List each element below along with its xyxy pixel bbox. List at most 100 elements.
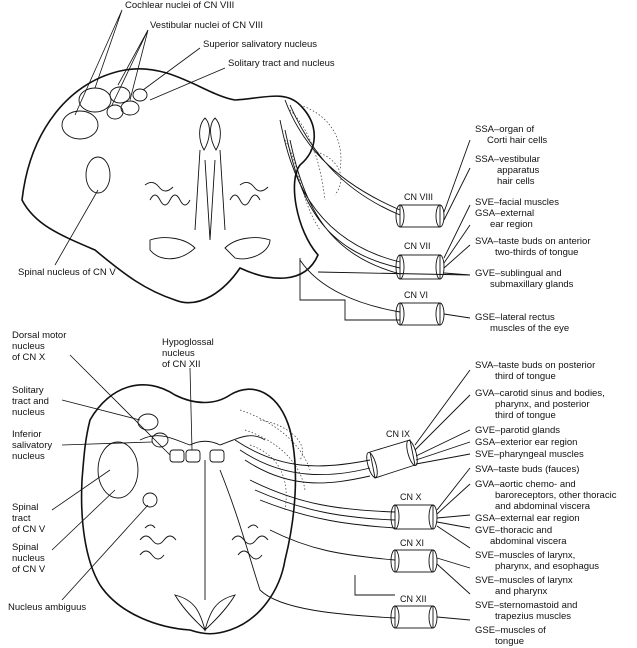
label-cn7: CN VII [404,241,431,251]
comp-gve-parotid: GVE–parotid glands [475,425,560,436]
cochlear-nucleus-b [61,110,99,140]
comp-gva-aortic: GVA–aortic chemo- and baroreceptors, oth… [475,479,619,512]
lead-spinal-nucleus [51,489,116,551]
label-cn10: CN X [400,492,422,502]
medulla-dotted-fibers [239,409,311,511]
comp-gva-carotid: GVA–carotid sinus and bodies, pharynx, a… [475,388,607,421]
comp-sva-anterior: SVA–taste buds on anterior two-thirds of… [475,236,593,258]
cn9-fibers [234,439,371,484]
lead-spinal-v [54,189,99,266]
comp-gse-lateral-rectus: GSE–lateral rectus muscles of the eye [475,312,569,334]
medulla-section: Dorsal motor nucleus of CN X Hypoglossal… [8,330,619,647]
lead-solitary [149,67,226,101]
label-spinal-nucleus: Spinal nucleus of CN V [12,542,47,575]
pons-midline-right [210,117,221,151]
inferior-salivatory-nucleus [151,432,169,448]
comp-sva-fauces: SVA–taste buds (fauces) [475,464,579,475]
cn9-cylinder [366,439,418,479]
olive-left [139,524,177,560]
label-solitary-lower: Solitary tract and nucleus [12,385,52,418]
cn10-branches [436,467,471,549]
cn8-cylinder [395,204,445,228]
cn8-fibers [284,99,401,216]
lead-spinal-tract [51,469,111,511]
lead-vestibular [111,29,149,106]
label-cn9: CN IX [386,429,410,439]
comp-ssa-vestibular: SSA–vestibular apparatus hair cells [475,154,543,187]
cn7-cylinder [395,254,445,280]
cn11-branches [436,557,471,595]
cn6-branch [443,313,471,319]
pons-wavy-right [229,182,269,206]
cn6-fibers [299,259,401,313]
label-inferior-salivatory: Inferior salivatory nucleus [12,429,55,462]
comp-gsa-exterior: GSA–exterior ear region [475,437,577,448]
hypoglossal-nucleus-right [209,449,225,463]
cn11-cylinder [390,549,438,573]
comp-sve-larynx-pharynx: SVE–muscles of larynx and pharynx [475,575,575,597]
cn12-branch [436,616,471,621]
pons-outline [21,68,319,304]
cn8-branches [443,139,471,221]
dorsal-motor-nucleus [169,449,185,463]
label-vestibular: Vestibular nuclei of CN VIII [150,20,263,31]
comp-gsa-external: GSA–external ear region [475,513,580,524]
vestibular-nucleus-c [106,104,124,120]
lead-solitary-lower [61,399,141,421]
label-ambiguus: Nucleus ambiguus [8,602,86,613]
pons-central-tract [194,149,226,241]
cn7-branches [443,204,471,276]
olive-right [231,524,269,560]
label-superior-salivatory: Superior salivatory nucleus [203,39,317,50]
nucleus-ambiguus [142,492,158,508]
label-cn8: CN VIII [404,192,433,202]
cn12-fibers [219,469,396,619]
label-spinal-v-upper: Spinal nucleus of CN V [18,267,116,278]
pons-basilar-left [149,237,196,260]
lead-hypoglossal [189,367,193,451]
pons-section: Cochlear nuclei of CN VIII Vestibular nu… [18,0,593,334]
lead-inferior-salivatory [61,441,153,446]
lead-cochlear [74,9,123,116]
label-dorsal-motor: Dorsal motor nucleus of CN X [12,330,69,363]
comp-sve-sternomastoid: SVE–sternomastoid and trapezius muscles [475,600,580,622]
medulla-outline [80,384,297,635]
spinal-v-nucleus [85,156,111,194]
cn12-cylinder [390,605,438,629]
cn11-fibers [269,529,396,596]
cn10-fibers [249,479,396,529]
pons-dotted-fibers [284,104,342,231]
lead-dorsal-motor [69,354,171,456]
cochlear-nucleus-a [78,87,112,113]
label-hypoglossal: Hypoglossal nucleus of CN XII [162,337,216,370]
comp-sve-pharyngeal: SVE–pharyngeal muscles [475,449,584,460]
medulla-pyramid-left [174,594,206,632]
spinal-tract-v [97,441,139,499]
comp-sve-gsa-facial: SVE–facial muscles GSA–external ear regi… [475,197,562,230]
vestibular-nucleus-b [120,100,140,116]
cn7-gve-lead [299,258,471,321]
cn9-branches [414,369,471,465]
label-cn11: CN XI [400,538,424,548]
cn10-cylinder [390,504,438,530]
comp-sva-posterior: SVA–taste buds on posterior third of ton… [475,360,598,382]
pons-midline-left [199,117,210,151]
salivatory-nucleus [132,88,148,102]
comp-sve-larynx-esophagus: SVE–muscles of larynx, pharynx, and esop… [475,550,599,572]
lead-ambiguus [61,504,149,601]
label-spinal-tract: Spinal tract of CN V [12,502,46,535]
cn7-fibers [279,119,401,275]
label-cn6: CN VI [404,290,428,300]
hypoglossal-nucleus-left [185,449,201,463]
pons-wavy-left [144,182,191,206]
pons-basilar-right [224,237,271,260]
lead-salivatory [142,47,201,91]
comp-gve-sublingual: GVE–sublingual and submaxillary glands [475,268,574,290]
solitary-nucleus-lower [137,413,159,431]
comp-ssa-corti: SSA–organ of Corti hair cells [475,124,547,146]
label-cochlear: Cochlear nuclei of CN VIII [125,0,234,11]
label-cn12: CN XII [400,594,427,604]
comp-gve-thoracic: GVE–thoracic and abdominal viscera [475,525,567,547]
